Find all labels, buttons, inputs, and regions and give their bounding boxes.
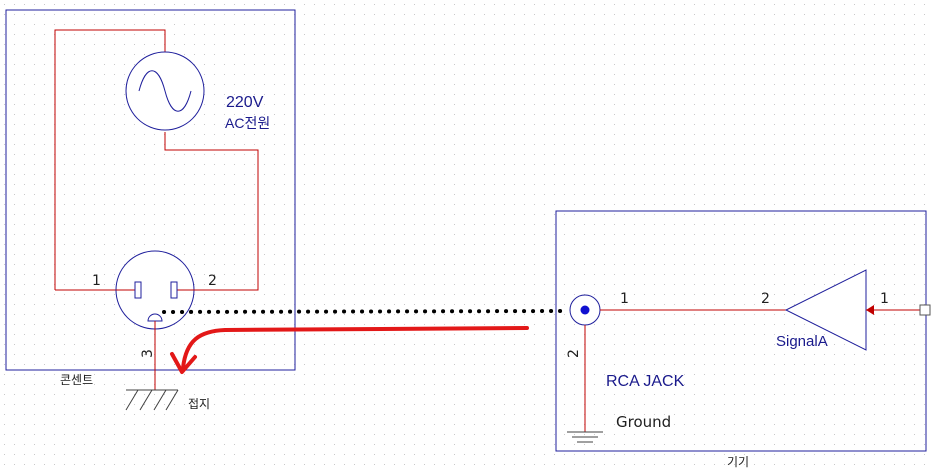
source-voltage-label: 220V [226, 94, 264, 111]
signal-pin1-label: 1 [880, 291, 889, 307]
rca-jack-center [580, 305, 590, 315]
earth-ground-icon [125, 389, 179, 411]
jack-pin1-label: 1 [620, 291, 629, 307]
red-arrow-head-icon [170, 352, 197, 374]
signal-pin2-label: 2 [761, 291, 770, 307]
sine-wave-icon [138, 70, 192, 112]
red-arrow-path [181, 326, 529, 370]
chassis-ground-icon [567, 431, 603, 443]
wire-pin1-to-source [54, 29, 166, 290]
outlet-slot-left [134, 281, 142, 299]
outlet-frame [5, 9, 296, 371]
outlet-block: 220V AC전원 1 2 3 콘센트 접지 [5, 9, 296, 411]
wire-source-to-pin2 [164, 132, 259, 291]
signal-port-terminal [919, 304, 931, 316]
outlet-pin3-label: 3 [140, 349, 156, 358]
jack-pin2-label: 2 [566, 349, 582, 358]
device-frame [555, 210, 927, 452]
rca-jack-label: RCA JACK [606, 373, 685, 390]
source-type-label: AC전원 [225, 115, 270, 131]
red-arrow-annotation [170, 326, 529, 374]
dotted-connection [162, 309, 565, 314]
ground-label: Ground [616, 413, 671, 431]
outlet-box-name: 콘센트 [60, 373, 93, 387]
device-box-name: 기기 [727, 455, 749, 469]
outlet-pin1-label: 1 [92, 273, 101, 289]
earth-ground-label: 접지 [188, 397, 210, 411]
outlet-ground-hole [147, 313, 163, 322]
signal-source-label: SignalA [776, 333, 828, 350]
signal-pin-arrow-icon [866, 305, 874, 315]
dotted-line [162, 309, 565, 314]
outlet-slot-right [170, 281, 178, 299]
device-block: 1 2 RCA JACK Ground 2 1 SignalA 기기 [555, 210, 931, 469]
outlet-pin2-label: 2 [208, 273, 217, 289]
